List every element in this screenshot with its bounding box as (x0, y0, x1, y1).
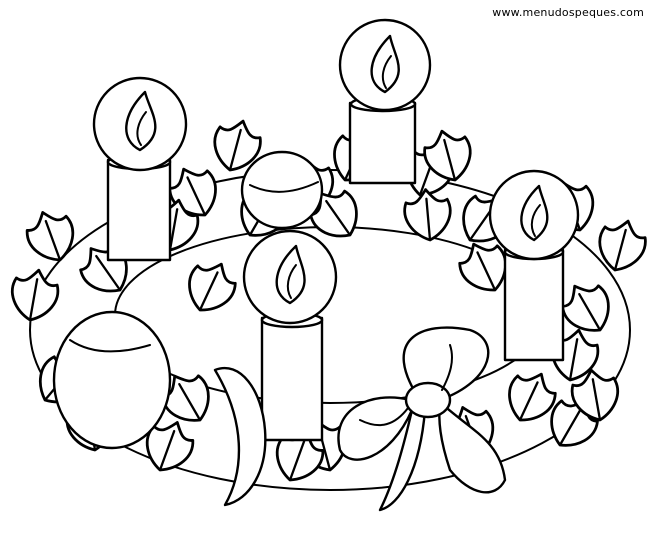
leaf-vein (29, 278, 39, 319)
leaf-vein (169, 208, 179, 249)
leaf-vein (591, 378, 601, 419)
site-watermark: www.menudospeques.com (492, 6, 644, 19)
leaf (25, 211, 75, 262)
leaf-vein (560, 407, 582, 445)
leaf (508, 372, 557, 422)
leaf-vein (569, 338, 579, 379)
leaf-vein (519, 381, 539, 420)
leaf-vein (578, 292, 600, 330)
leaf (188, 262, 237, 312)
leaf (145, 421, 195, 472)
candle-back-center (338, 18, 432, 185)
leaf-vein (614, 228, 627, 269)
ornament-ball-top (240, 150, 324, 230)
leaf-vein (443, 138, 456, 179)
candle-front-center (242, 229, 338, 442)
leaf-vein (186, 176, 206, 215)
ribbon-bow (213, 326, 507, 512)
leaf-vein (476, 251, 496, 290)
candle-back-left (92, 76, 188, 262)
leaf-vein (289, 439, 306, 479)
leaf-vein (229, 128, 242, 169)
leaf-vein (95, 254, 120, 290)
leaf-vein (44, 219, 61, 259)
candle-right (488, 169, 580, 362)
leaf-vein (199, 271, 219, 310)
leaf-vein (178, 382, 200, 420)
leaf-vein (159, 429, 176, 469)
leaf (561, 284, 610, 332)
ornament-ball-left (52, 310, 172, 450)
leaf (161, 374, 210, 422)
leaf-vein (425, 197, 431, 239)
leaf-vein (325, 199, 350, 235)
